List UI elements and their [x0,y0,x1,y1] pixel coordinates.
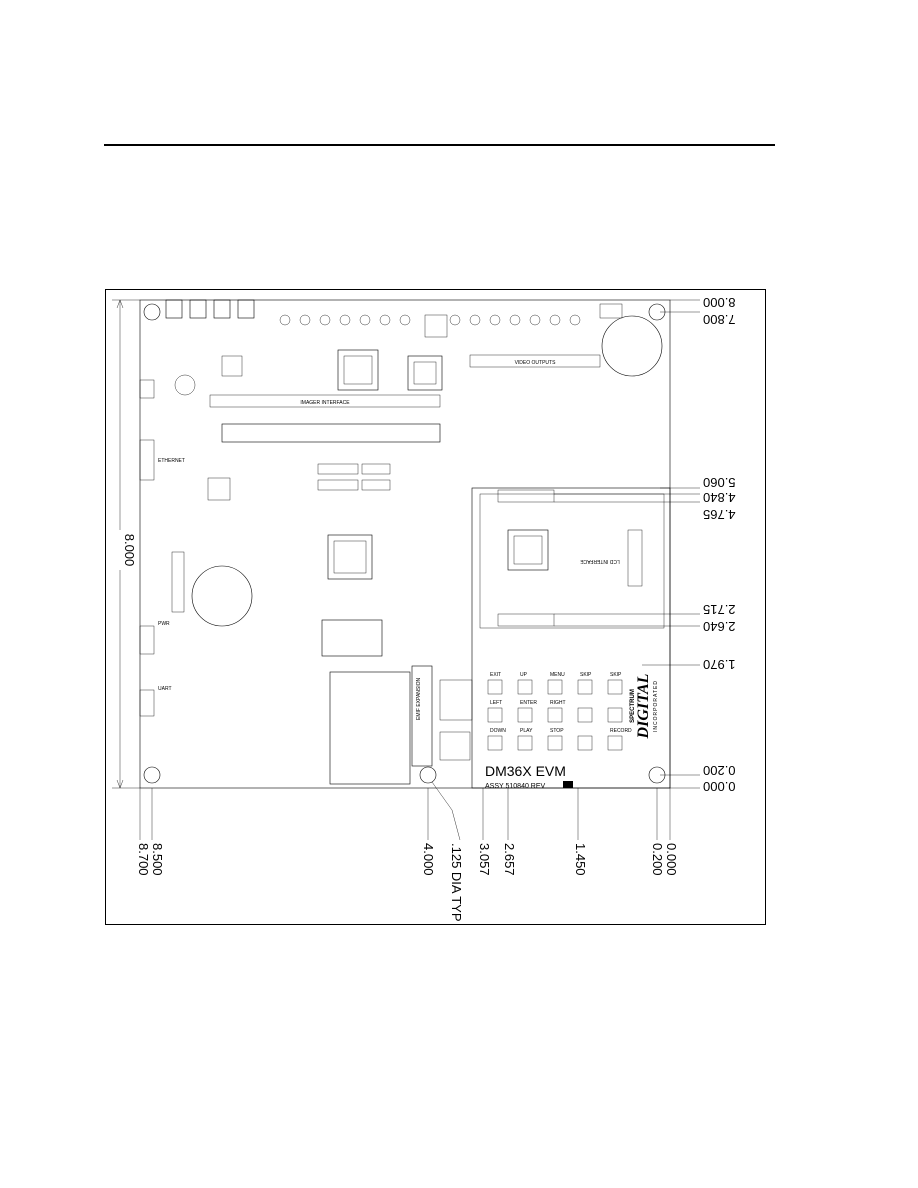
button-label-9: DOWN [490,728,506,734]
video-outputs-box [469,354,601,368]
header-rule [104,144,775,146]
lcd-connector-bottom [497,613,555,627]
sd-card-slot [329,671,411,785]
ethernet-label: ETHERNET [158,458,185,464]
imager-connector [221,423,441,443]
button-label-1: EXIT [490,672,501,678]
right-dimension-labels: 8.000 7.800 5.060 4.840 4.765 2.715 2.64… [703,295,736,794]
logo-top-text: SPECTRUM [630,689,636,723]
uart-label: UART [158,686,172,692]
lcd-interface-label: LCD INTERFACE [580,558,620,564]
dim-bottom-0200: 0.200 [650,843,665,876]
dim-bottom-hole-dia: .125 DIA TYP [449,843,464,922]
dim-right-0000: 0.000 [703,779,736,794]
mounting-hole-bottom-center [419,766,437,784]
dim-right-8000: 8.000 [703,295,736,310]
dim-bottom-8500: 8.500 [150,843,165,876]
dim-right-7800: 7.800 [703,312,736,327]
flash-chip [321,619,383,657]
video-encoder-chip [337,349,379,391]
buzzer-component [174,374,196,396]
dim-bottom-8700: 8.700 [136,843,151,876]
lcd-region [471,487,671,789]
bottom-dimension-lines [139,781,671,841]
video-outputs-label: VIDEO OUTPUTS [515,360,557,366]
power-label: PWR [158,621,170,627]
button-label-4: SKIP [580,672,592,678]
dim-bottom-1450: 1.450 [573,843,588,876]
lcd-bga [507,529,549,571]
button-label-3: MENU [550,672,565,678]
imager-interface-label: IMAGER INTERFACE [300,400,350,406]
button-label-6: LEFT [490,700,502,706]
dim-bottom-2657: 2.657 [502,843,517,876]
bottom-dimension-labels: 8.700 8.500 4.000 .125 DIA TYP 3.057 2.6… [136,843,679,922]
video-chip-2 [407,355,443,391]
pcb-outline [139,299,671,789]
mounting-hole-top-left [143,303,161,321]
speaker-component [601,315,663,377]
imager-interface-box [209,394,441,408]
soc-bga [327,534,373,580]
lcd-interface-area [479,493,665,629]
drawing-frame [105,289,766,925]
dim-bottom-4000: 4.000 [421,843,436,876]
button-label-7: ENTER [520,700,537,706]
dim-right-4840: 4.840 [703,490,736,505]
button-label-8: RIGHT [550,700,566,706]
top-connector-row [165,299,623,338]
button-label-2: UP [520,672,528,678]
dim-bottom-0000: 0.000 [664,843,679,876]
rev-box [563,781,573,788]
dim-right-2715: 2.715 [703,602,736,617]
lcd-connector-top [497,489,555,503]
mounting-hole-bottom-left [143,766,161,784]
board-name: DM36X EVM [485,763,566,779]
dim-right-4765: 4.765 [703,507,736,522]
button-label-10: PLAY [520,728,533,734]
button-grid [487,679,623,751]
board-assy: ASSY 510840 REV [485,783,546,790]
spectrum-digital-logo: SPECTRUM DIGITAL INCORPORATED [630,673,659,739]
button-label-12: RECORD [610,728,632,734]
dim-left-overall: 8.000 [122,534,137,567]
right-dimension-lines [554,299,700,789]
battery-component [191,565,253,627]
emif-expansion-connector [411,665,433,767]
dim-right-5060: 5.060 [703,475,736,490]
dim-right-0200: 0.200 [703,763,736,778]
emif-expansion-label: EMIF EXPANSION [416,677,422,720]
dim-right-2640: 2.640 [703,619,736,634]
logo-main-text: DIGITAL [635,673,652,739]
dim-bottom-3057: 3.057 [477,843,492,876]
dim-right-1970: 1.970 [703,657,736,672]
button-label-11: STOP [550,728,564,734]
logo-sub-text: INCORPORATED [653,680,659,732]
button-label-5: SKIP [610,672,622,678]
